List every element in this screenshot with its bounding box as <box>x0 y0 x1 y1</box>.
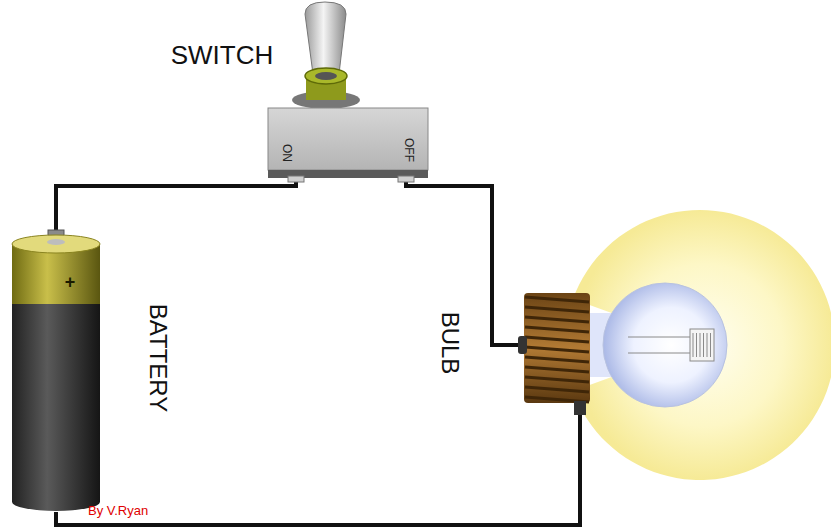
part-name: BATTERY <box>146 304 170 412</box>
switch-position: ON <box>281 144 293 162</box>
switch-ring-hole <box>315 72 337 80</box>
light-bulb: BULB <box>518 275 733 415</box>
toggle-switch: SWITCHONOFF <box>268 108 428 182</box>
wire <box>56 182 296 230</box>
author-credit: By V.Ryan <box>88 504 148 517</box>
switch-position: OFF <box>403 138 415 162</box>
wire <box>56 415 580 525</box>
polarity-mark: + <box>65 273 76 291</box>
battery: +BATTERY <box>12 230 100 512</box>
wire <box>406 182 518 345</box>
switch-ring <box>305 68 347 84</box>
battery-drawing <box>12 230 100 512</box>
light-glow <box>573 210 831 480</box>
part-name: SWITCH <box>171 42 274 68</box>
switch-lever <box>305 2 346 74</box>
part-name: BULB <box>438 312 462 375</box>
light-bulb-drawing <box>518 275 733 415</box>
